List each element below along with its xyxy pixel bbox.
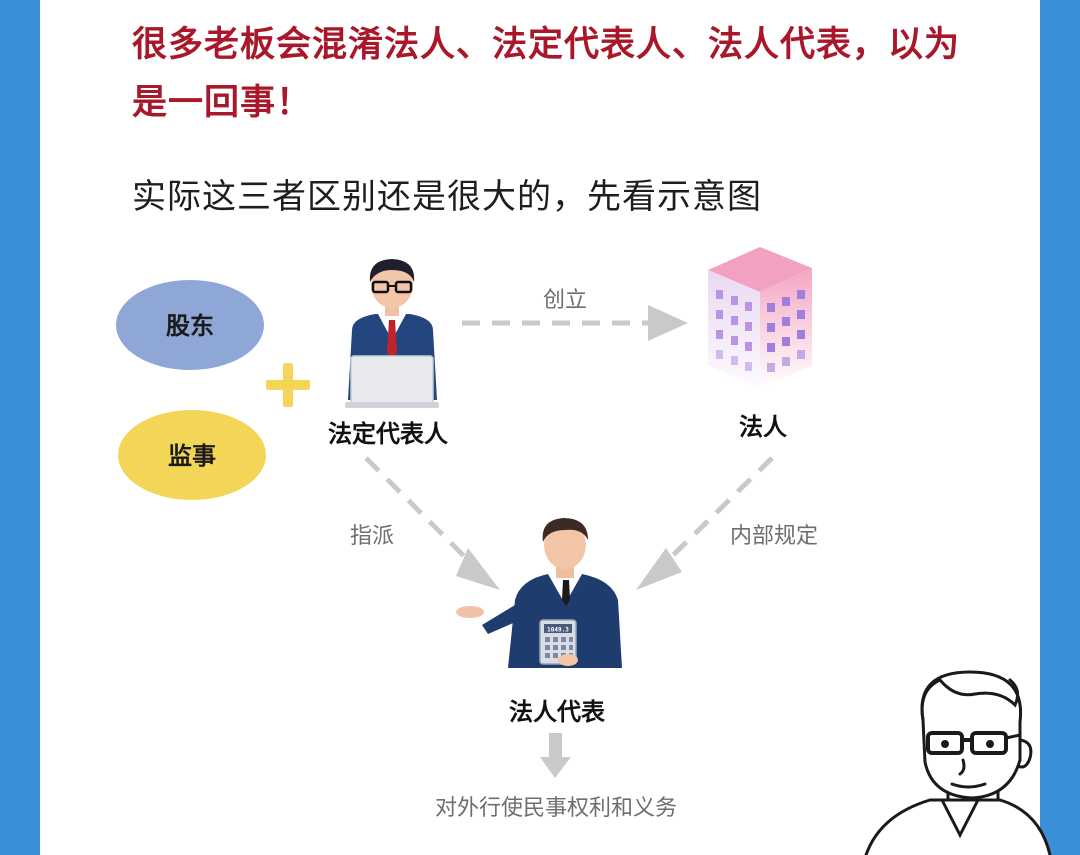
establish-arrow	[462, 305, 688, 341]
legal-representative-figure-icon	[345, 259, 439, 408]
headline: 很多老板会混淆法人、法定代表人、法人代表，以为是一回事！	[132, 25, 961, 123]
internal-rule-arrow	[636, 456, 774, 590]
building-icon	[708, 247, 812, 388]
legal-representative-label: 法定代表人	[328, 420, 448, 448]
assign-label: 指派	[350, 524, 394, 549]
legal-person-label: 法人	[739, 413, 787, 441]
establish-label: 创立	[543, 288, 587, 313]
supervisor-node: 监事	[118, 410, 266, 500]
shareholder-node: 股东	[116, 280, 264, 370]
cartoon-presenter-icon	[864, 670, 1052, 855]
outcome-label: 对外行使民事权利和义务	[435, 796, 677, 821]
shareholder-label: 股东	[166, 312, 214, 340]
calculator-display: 1049.3	[547, 627, 569, 634]
intro-text: 实际这三者区别还是很大的，先看示意图	[132, 177, 762, 217]
supervisor-label: 监事	[168, 442, 216, 470]
corporate-representative-figure-icon: 1049.3	[456, 518, 622, 668]
right-border	[1040, 0, 1080, 855]
plus-icon	[266, 363, 310, 407]
internal-rule-label: 内部规定	[730, 524, 818, 549]
assign-arrow	[364, 456, 500, 590]
down-arrow	[540, 733, 571, 778]
corporate-representative-label: 法人代表	[509, 698, 606, 726]
left-border	[0, 0, 40, 855]
